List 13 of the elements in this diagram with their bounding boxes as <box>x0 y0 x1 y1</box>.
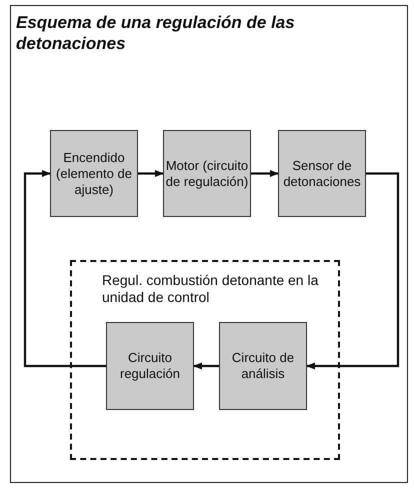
process-box: Circuito de análisis <box>219 322 307 410</box>
arrow <box>138 170 164 178</box>
diagram-title: Esquema de una regulación de las detonaciones <box>16 12 296 54</box>
arrow <box>24 170 106 368</box>
process-box: Encendido (elemento de ajuste) <box>50 130 138 217</box>
arrow <box>251 170 279 178</box>
group-label: Regul. combustión detonante en la unidad de control <box>102 272 320 306</box>
dashed-group-box <box>70 260 340 460</box>
arrow <box>306 172 400 370</box>
process-box: Sensor de detonaciones <box>278 130 366 217</box>
arrow <box>193 362 219 370</box>
process-box: Motor (circuito de regulación) <box>163 130 251 217</box>
process-box: Circuito regulación <box>106 322 194 410</box>
